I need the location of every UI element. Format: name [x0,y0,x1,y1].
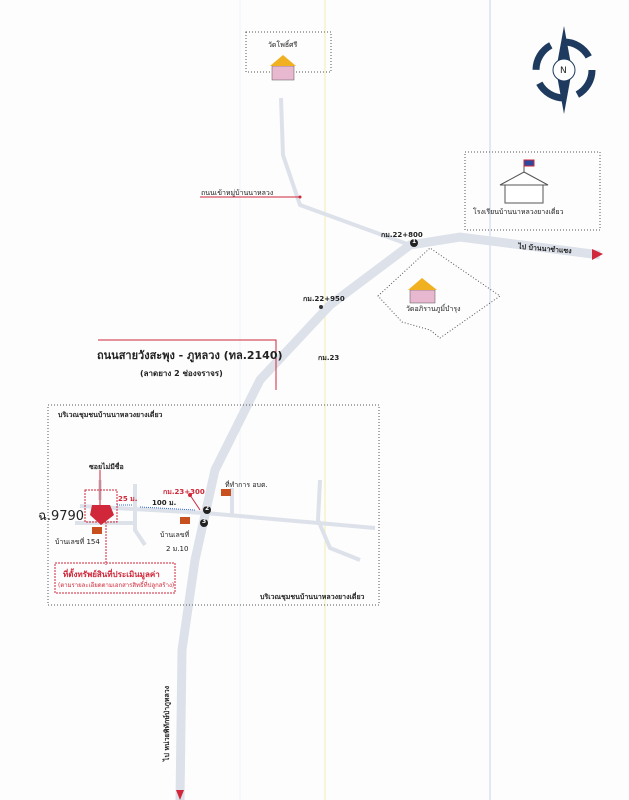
km-marker: กม.23+300 [163,488,205,496]
distance-25: 25 ม. [118,495,138,503]
deed-number: ฉ.9790 [38,509,85,524]
soi-label: ซอยไม่มีชื่อ [89,463,124,471]
house-2-moo: 2 ม.10 [166,545,189,553]
arrow-south-icon [176,790,184,800]
village-road-label: ถนนเข้าหมู่บ้านนาหลวง [201,189,274,197]
property-subtitle: (ตามรายละเอียดตามเอกสารสิทธิ์ที่ปลูกสร้า… [58,582,175,589]
property-title: ที่ตั้งทรัพย์สินที่ประเมินมูลค่า [63,570,160,579]
to-south-label: ไป หน่วยพิทักษ์ป่าภูหลวง [163,685,172,762]
village-road [279,97,411,247]
house-2-label: บ้านเลขที่ [160,531,190,539]
office-label: ที่ทำการ อบต. [225,481,268,489]
community-area [47,404,380,606]
temple-east-label: วัดอภิรานภูมิ์บำรุง [406,305,461,313]
temple-icon [408,278,437,304]
temple-north-label: วัดโพธิ์ศรี [268,41,298,49]
pin-number: 3 [202,518,207,525]
school-label: โรงเรียนบ้านนาหลวงยางเดี่ยว [473,208,564,216]
pin-icon [200,239,418,527]
compass-icon [532,26,596,114]
km-marker: กม.22+950 [303,295,345,303]
compass-north-label: N [560,66,567,76]
school-icon [499,159,549,204]
temple-icon [270,55,296,81]
community-label-bottom: บริเวณชุมชนบ้านนาหลวงยางเดี่ยว [260,593,365,601]
house-154-label: บ้านเลขที่ 154 [55,538,100,546]
pin-number: 1 [412,238,417,245]
house-icon [92,489,231,534]
arrow-east-icon [592,249,603,260]
property-marker [90,505,114,525]
distance-100: 100 ม. [152,499,177,507]
community-label-top: บริเวณชุมชนบ้านนาหลวงยางเดี่ยว [58,411,163,419]
pin-number: 2 [205,505,210,512]
km-marker: กม.23 [318,354,340,362]
road-name: ถนนสายวังสะพุง - ภูหลวง (ทล.2140) [97,349,283,362]
km-marker: กม.22+800 [381,231,423,239]
main-road [175,232,601,800]
road-surface: (ลาดยาง 2 ช่องจราจร) [140,369,223,378]
